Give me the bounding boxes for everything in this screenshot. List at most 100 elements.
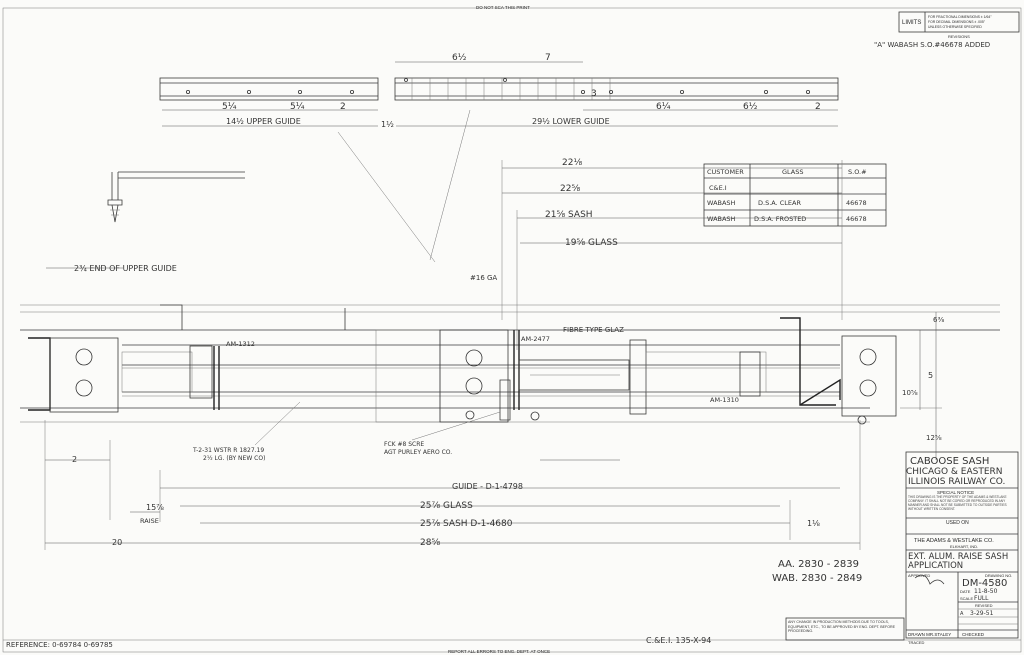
svg-text:FOR FRACTIONAL DIMENSIONS ± 1/: FOR FRACTIONAL DIMENSIONS ± 1/64" <box>928 15 992 19</box>
svg-text:1½: 1½ <box>381 120 394 129</box>
do-not-scale-note: DO NOT SCA THIS PRINT <box>476 5 530 10</box>
title-line-2: CHICAGO & EASTERN <box>906 467 1003 477</box>
bottom-dimensions: 2 15⅞ RAISE GUIDE - D-1-4798 25⅞ GLASS 2… <box>44 420 861 550</box>
report-errors-note: REPORT ALL ERRORS TO ENG. DEPT. AT ONCE <box>448 649 550 654</box>
svg-text:REVISIONS: REVISIONS <box>948 34 970 39</box>
svg-text:22⅝: 22⅝ <box>560 184 580 194</box>
svg-text:FULL: FULL <box>974 595 989 602</box>
svg-text:5¼: 5¼ <box>222 102 237 112</box>
svg-text:3-29-51: 3-29-51 <box>970 610 994 617</box>
upper-guide-top-view <box>159 77 379 101</box>
sheet-border <box>2 7 1022 653</box>
svg-text:6⅜: 6⅜ <box>933 316 944 324</box>
svg-text:6¼: 6¼ <box>656 102 671 112</box>
svg-text:AM-1312: AM-1312 <box>226 340 255 348</box>
svg-text:DATE: DATE <box>960 589 971 594</box>
svg-text:28⅝: 28⅝ <box>420 538 440 548</box>
table-header: S.O.# <box>848 168 867 176</box>
section-labels: FIBRE TYPE GLAZ AM-2477 AM-1310 AM-1312 … <box>192 312 944 462</box>
aa-car-numbers: AA. 2830 - 2839 <box>778 559 859 570</box>
title-block: CABOOSE SASH CHICAGO & EASTERN ILLINOIS … <box>905 451 1019 645</box>
svg-text:22⅛: 22⅛ <box>562 158 582 168</box>
svg-text:25⅞ SASH D-1-4680: 25⅞ SASH D-1-4680 <box>420 519 513 529</box>
svg-text:A: A <box>960 611 964 617</box>
top-view-dimensions: 6½ 7 5¼ 5¼ 2 3 6¼ 6½ 2 14½ UPPER GUIDE 1… <box>162 53 838 129</box>
svg-text:UNLESS OTHERWISE SPECIFIED: UNLESS OTHERWISE SPECIFIED <box>928 25 982 29</box>
glass-table: CUSTOMER GLASS S.O.# C&E.I WABASH D.S.A.… <box>703 163 887 227</box>
file-reference: C.&E.I. 135-X-94 <box>646 636 711 645</box>
svg-text:SPECIAL NOTICE: SPECIAL NOTICE <box>937 490 974 495</box>
title-line-3: ILLINOIS RAILWAY CO. <box>908 477 1005 487</box>
wab-car-numbers: WAB. 2830 - 2849 <box>772 573 862 584</box>
svg-text:USED ON: USED ON <box>946 520 969 526</box>
svg-text:REVISED: REVISED <box>975 603 993 608</box>
svg-text:25⅞ GLASS: 25⅞ GLASS <box>420 501 473 511</box>
svg-text:ELKHART, IND.: ELKHART, IND. <box>950 544 978 549</box>
production-note: ANY CHANGE IN PRODUCTION METHODS DUE TO … <box>788 620 896 634</box>
svg-text:FCK #8 SCRE: FCK #8 SCRE <box>384 441 424 448</box>
table-header: GLASS <box>782 168 804 176</box>
drawing-number: DM-4580 <box>962 578 1007 589</box>
svg-text:15⅞: 15⅞ <box>146 503 164 512</box>
sash-section-view <box>20 304 1000 425</box>
table-header: CUSTOMER <box>707 168 744 176</box>
svg-text:7: 7 <box>545 53 551 63</box>
svg-text:AM-1310: AM-1310 <box>710 396 739 404</box>
svg-text:CHECKED: CHECKED <box>962 632 985 637</box>
svg-text:5¼: 5¼ <box>290 102 305 112</box>
table-cell: C&E.I <box>709 184 727 192</box>
leader-line <box>337 131 436 263</box>
svg-text:6½: 6½ <box>743 102 758 112</box>
svg-text:T-2-31 WSTR R 1827.19: T-2-31 WSTR R 1827.19 <box>192 447 264 454</box>
title-line-1: CABOOSE SASH <box>910 456 989 467</box>
svg-text:2: 2 <box>815 102 821 112</box>
svg-text:5: 5 <box>928 371 933 380</box>
revision-entry: "A" WABASH S.O.#46678 ADDED <box>874 41 990 49</box>
svg-text:LIMITS: LIMITS <box>902 20 921 26</box>
svg-text:FIBRE TYPE GLAZ: FIBRE TYPE GLAZ <box>563 326 624 334</box>
reference-note: REFERENCE: 0-69784 0-69785 <box>6 641 113 649</box>
production-note-box: ANY CHANGE IN PRODUCTION METHODS DUE TO … <box>785 617 905 641</box>
svg-text:SCALE: SCALE <box>960 596 973 601</box>
guide-label: GUIDE - D-1-4798 <box>452 482 523 491</box>
svg-text:THE ADAMS & WESTLAKE CO.: THE ADAMS & WESTLAKE CO. <box>914 538 994 544</box>
table-cell: WABASH <box>707 215 736 223</box>
svg-text:DRAWN MR.STALEY: DRAWN MR.STALEY <box>908 632 951 637</box>
svg-text:2: 2 <box>340 102 346 112</box>
svg-text:3: 3 <box>591 89 597 99</box>
screw-detail <box>107 171 245 223</box>
svg-text:DRAWING NO.: DRAWING NO. <box>985 573 1012 578</box>
svg-text:2½ LG. (BY NEW CO): 2½ LG. (BY NEW CO) <box>203 455 265 462</box>
drawing-title-2: APPLICATION <box>908 561 963 571</box>
svg-text:21⅝ SASH: 21⅝ SASH <box>545 210 593 220</box>
svg-text:10⅝: 10⅝ <box>902 389 918 397</box>
end-of-upper-guide-label: 2¾ END OF UPPER GUIDE <box>74 264 177 273</box>
svg-text:11-8-50: 11-8-50 <box>974 588 998 595</box>
svg-text:20: 20 <box>112 538 122 547</box>
leader-line <box>429 109 471 261</box>
table-cell: D.S.A. CLEAR <box>758 199 801 207</box>
svg-text:19⅝ GLASS: 19⅝ GLASS <box>565 238 618 248</box>
svg-text:1⅛: 1⅛ <box>807 519 820 528</box>
limits-box: LIMITS FOR FRACTIONAL DIMENSIONS ± 1/64"… <box>874 11 1020 49</box>
drawing-title-1: EXT. ALUM. RAISE SASH <box>908 552 1008 562</box>
lower-guide-top-view <box>394 77 839 101</box>
upper-guide-label: 14½ UPPER GUIDE <box>226 117 301 126</box>
svg-text:6½: 6½ <box>452 53 467 63</box>
table-cell: 46678 <box>846 199 867 207</box>
svg-text:RAISE: RAISE <box>140 517 159 525</box>
svg-text:AM-2477: AM-2477 <box>521 335 550 343</box>
table-cell: D.S.A. FROSTED <box>754 215 806 223</box>
svg-text:FOR DECIMAL DIMENSIONS ± .005": FOR DECIMAL DIMENSIONS ± .005" <box>928 20 986 24</box>
table-cell: WABASH <box>707 199 736 207</box>
svg-text:AGT PURLEY AERO CO.: AGT PURLEY AERO CO. <box>384 449 452 456</box>
approval-signature <box>914 574 945 585</box>
svg-text:2: 2 <box>72 455 77 464</box>
special-notice-text: THIS DRAWING IS THE PROPERTY OF THE ADAM… <box>908 495 1007 511</box>
svg-text:TRACED: TRACED <box>908 640 925 645</box>
svg-text:12⅝: 12⅝ <box>926 434 942 442</box>
lower-guide-label: 29½ LOWER GUIDE <box>532 117 610 126</box>
svg-text:#16 GA: #16 GA <box>470 274 497 282</box>
